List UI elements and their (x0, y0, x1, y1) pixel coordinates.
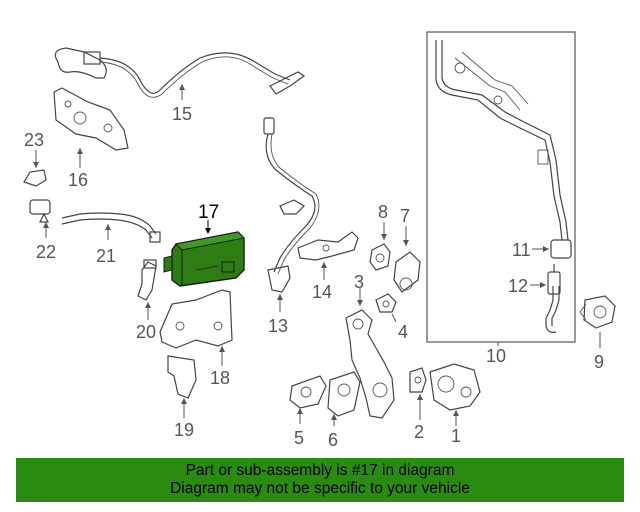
part-6-gasket (327, 371, 361, 426)
part-18-bracket (159, 289, 233, 366)
part-16-bracket (53, 87, 129, 168)
part-23-clip (23, 150, 47, 187)
part-info-banner: Part or sub-assembly is #17 in diagram D… (16, 458, 624, 502)
callout-16: 16 (68, 170, 88, 190)
callout-20: 20 (136, 322, 156, 342)
callout-4: 4 (398, 322, 408, 342)
part-14-bracket (297, 231, 359, 280)
part-7-valve (393, 226, 421, 293)
part-13-sensor-wire (263, 117, 320, 312)
callout-17-highlighted: 17 (198, 202, 219, 223)
callout-8: 8 (378, 202, 388, 222)
part-10-fuel-lines (435, 40, 569, 333)
callout-13: 13 (268, 316, 288, 336)
part-2-gasket (409, 367, 427, 420)
part-21-hose (61, 212, 161, 243)
callout-22: 22 (36, 242, 56, 262)
part-22-connector (29, 199, 51, 238)
part-17-charcoal-canister (163, 220, 246, 287)
callout-10: 10 (486, 346, 506, 366)
callout-5: 5 (294, 428, 304, 448)
callout-14: 14 (312, 282, 332, 302)
callout-3: 3 (354, 272, 364, 292)
part-1-egr-valve (429, 363, 481, 426)
callout-23: 23 (24, 130, 44, 150)
parts-diagram: 1 2 3 4 5 6 7 8 9 10 11 12 13 14 15 16 1… (23, 31, 616, 450)
part-4-gasket (375, 293, 397, 323)
part-5-gasket (289, 375, 327, 424)
banner-line-disclaimer: Diagram may not be specific to your vehi… (170, 480, 470, 497)
callout-1: 1 (451, 426, 461, 446)
callout-11: 11 (512, 240, 531, 260)
callout-6: 6 (328, 430, 338, 450)
part-15-sensor-wire (54, 47, 306, 100)
part-20-hose (137, 259, 157, 320)
callout-7: 7 (400, 206, 410, 226)
callout-15: 15 (172, 104, 192, 124)
part-10-frame (426, 31, 576, 343)
callout-21: 21 (96, 246, 116, 266)
part-12-filter (530, 264, 561, 295)
part-19-bracket (167, 355, 197, 418)
banner-line-part-number: Part or sub-assembly is #17 in diagram (185, 462, 455, 479)
part-8-gasket (369, 222, 391, 271)
callout-19: 19 (174, 420, 194, 440)
callout-9: 9 (594, 352, 604, 372)
part-3-egr-pipe (345, 288, 395, 419)
part-11-clip (532, 239, 572, 259)
callout-2: 2 (414, 422, 424, 442)
callout-18: 18 (210, 368, 230, 388)
callout-12: 12 (508, 276, 528, 296)
part-9-valve (579, 295, 616, 348)
